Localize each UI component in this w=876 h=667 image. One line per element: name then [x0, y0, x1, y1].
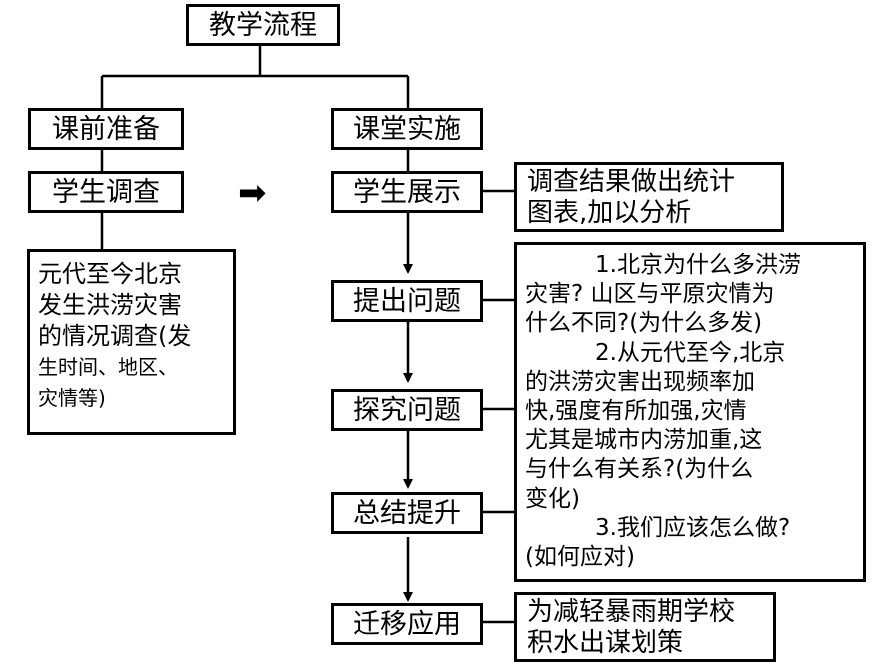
flow-title: 教学流程 — [186, 4, 340, 46]
question-line: 灾害? 山区与平原灾情为 — [525, 281, 775, 308]
survey-detail: 元代至今北京 发生洪涝灾害 的情况调查(发 生时间、地区、 灾情等) — [27, 249, 236, 435]
question-line: (如何应对) — [525, 544, 635, 571]
note-apply-line: 为减轻暴雨期学校 — [527, 597, 736, 627]
question-line: 1.北京为什么多洪涝 — [595, 252, 801, 278]
survey-detail-line: 灾情等) — [38, 386, 106, 410]
student-survey-step: 学生调查 — [28, 171, 184, 213]
step-apply: 迁移应用 — [331, 603, 483, 645]
question-line: 变化) — [525, 485, 580, 512]
in-class-header: 课堂实施 — [331, 108, 483, 150]
step-student-show: 学生展示 — [331, 171, 483, 213]
question-line: 与什么有关系?(为什么 — [525, 456, 754, 483]
question-line: 快,强度有所加强,灾情 — [525, 398, 747, 425]
survey-detail-line: 发生洪涝灾害 — [38, 291, 182, 319]
note-show-line: 调查结果做出统计 — [527, 167, 736, 197]
note-show: 调查结果做出统计 图表,加以分析 — [514, 162, 784, 232]
step-explore-questions: 探究问题 — [331, 389, 483, 431]
note-apply: 为减轻暴雨期学校 积水出谋划策 — [514, 592, 776, 662]
question-line: 尤其是城市内涝加重,这 — [525, 427, 763, 454]
right-arrow-icon: ➡ — [238, 173, 267, 213]
note-apply-line: 积水出谋划策 — [527, 628, 684, 658]
survey-detail-line: 元代至今北京 — [38, 260, 182, 288]
step-raise-questions: 提出问题 — [331, 280, 483, 322]
note-questions: 1.北京为什么多洪涝 灾害? 山区与平原灾情为 什么不同?(为什么多发) 2.从… — [514, 242, 866, 582]
survey-detail-line: 的情况调查(发 — [38, 322, 192, 350]
step-summarize: 总结提升 — [331, 492, 483, 534]
note-show-line: 图表,加以分析 — [527, 198, 692, 228]
survey-detail-line: 生时间、地区、 — [38, 355, 178, 379]
question-line: 的洪涝灾害出现频率加 — [525, 368, 755, 395]
question-line: 3.我们应该怎么做? — [595, 514, 791, 541]
question-line: 2.从元代至今,北京 — [595, 339, 786, 366]
pre-class-header: 课前准备 — [28, 108, 184, 150]
question-line: 什么不同?(为什么多发) — [525, 310, 763, 337]
